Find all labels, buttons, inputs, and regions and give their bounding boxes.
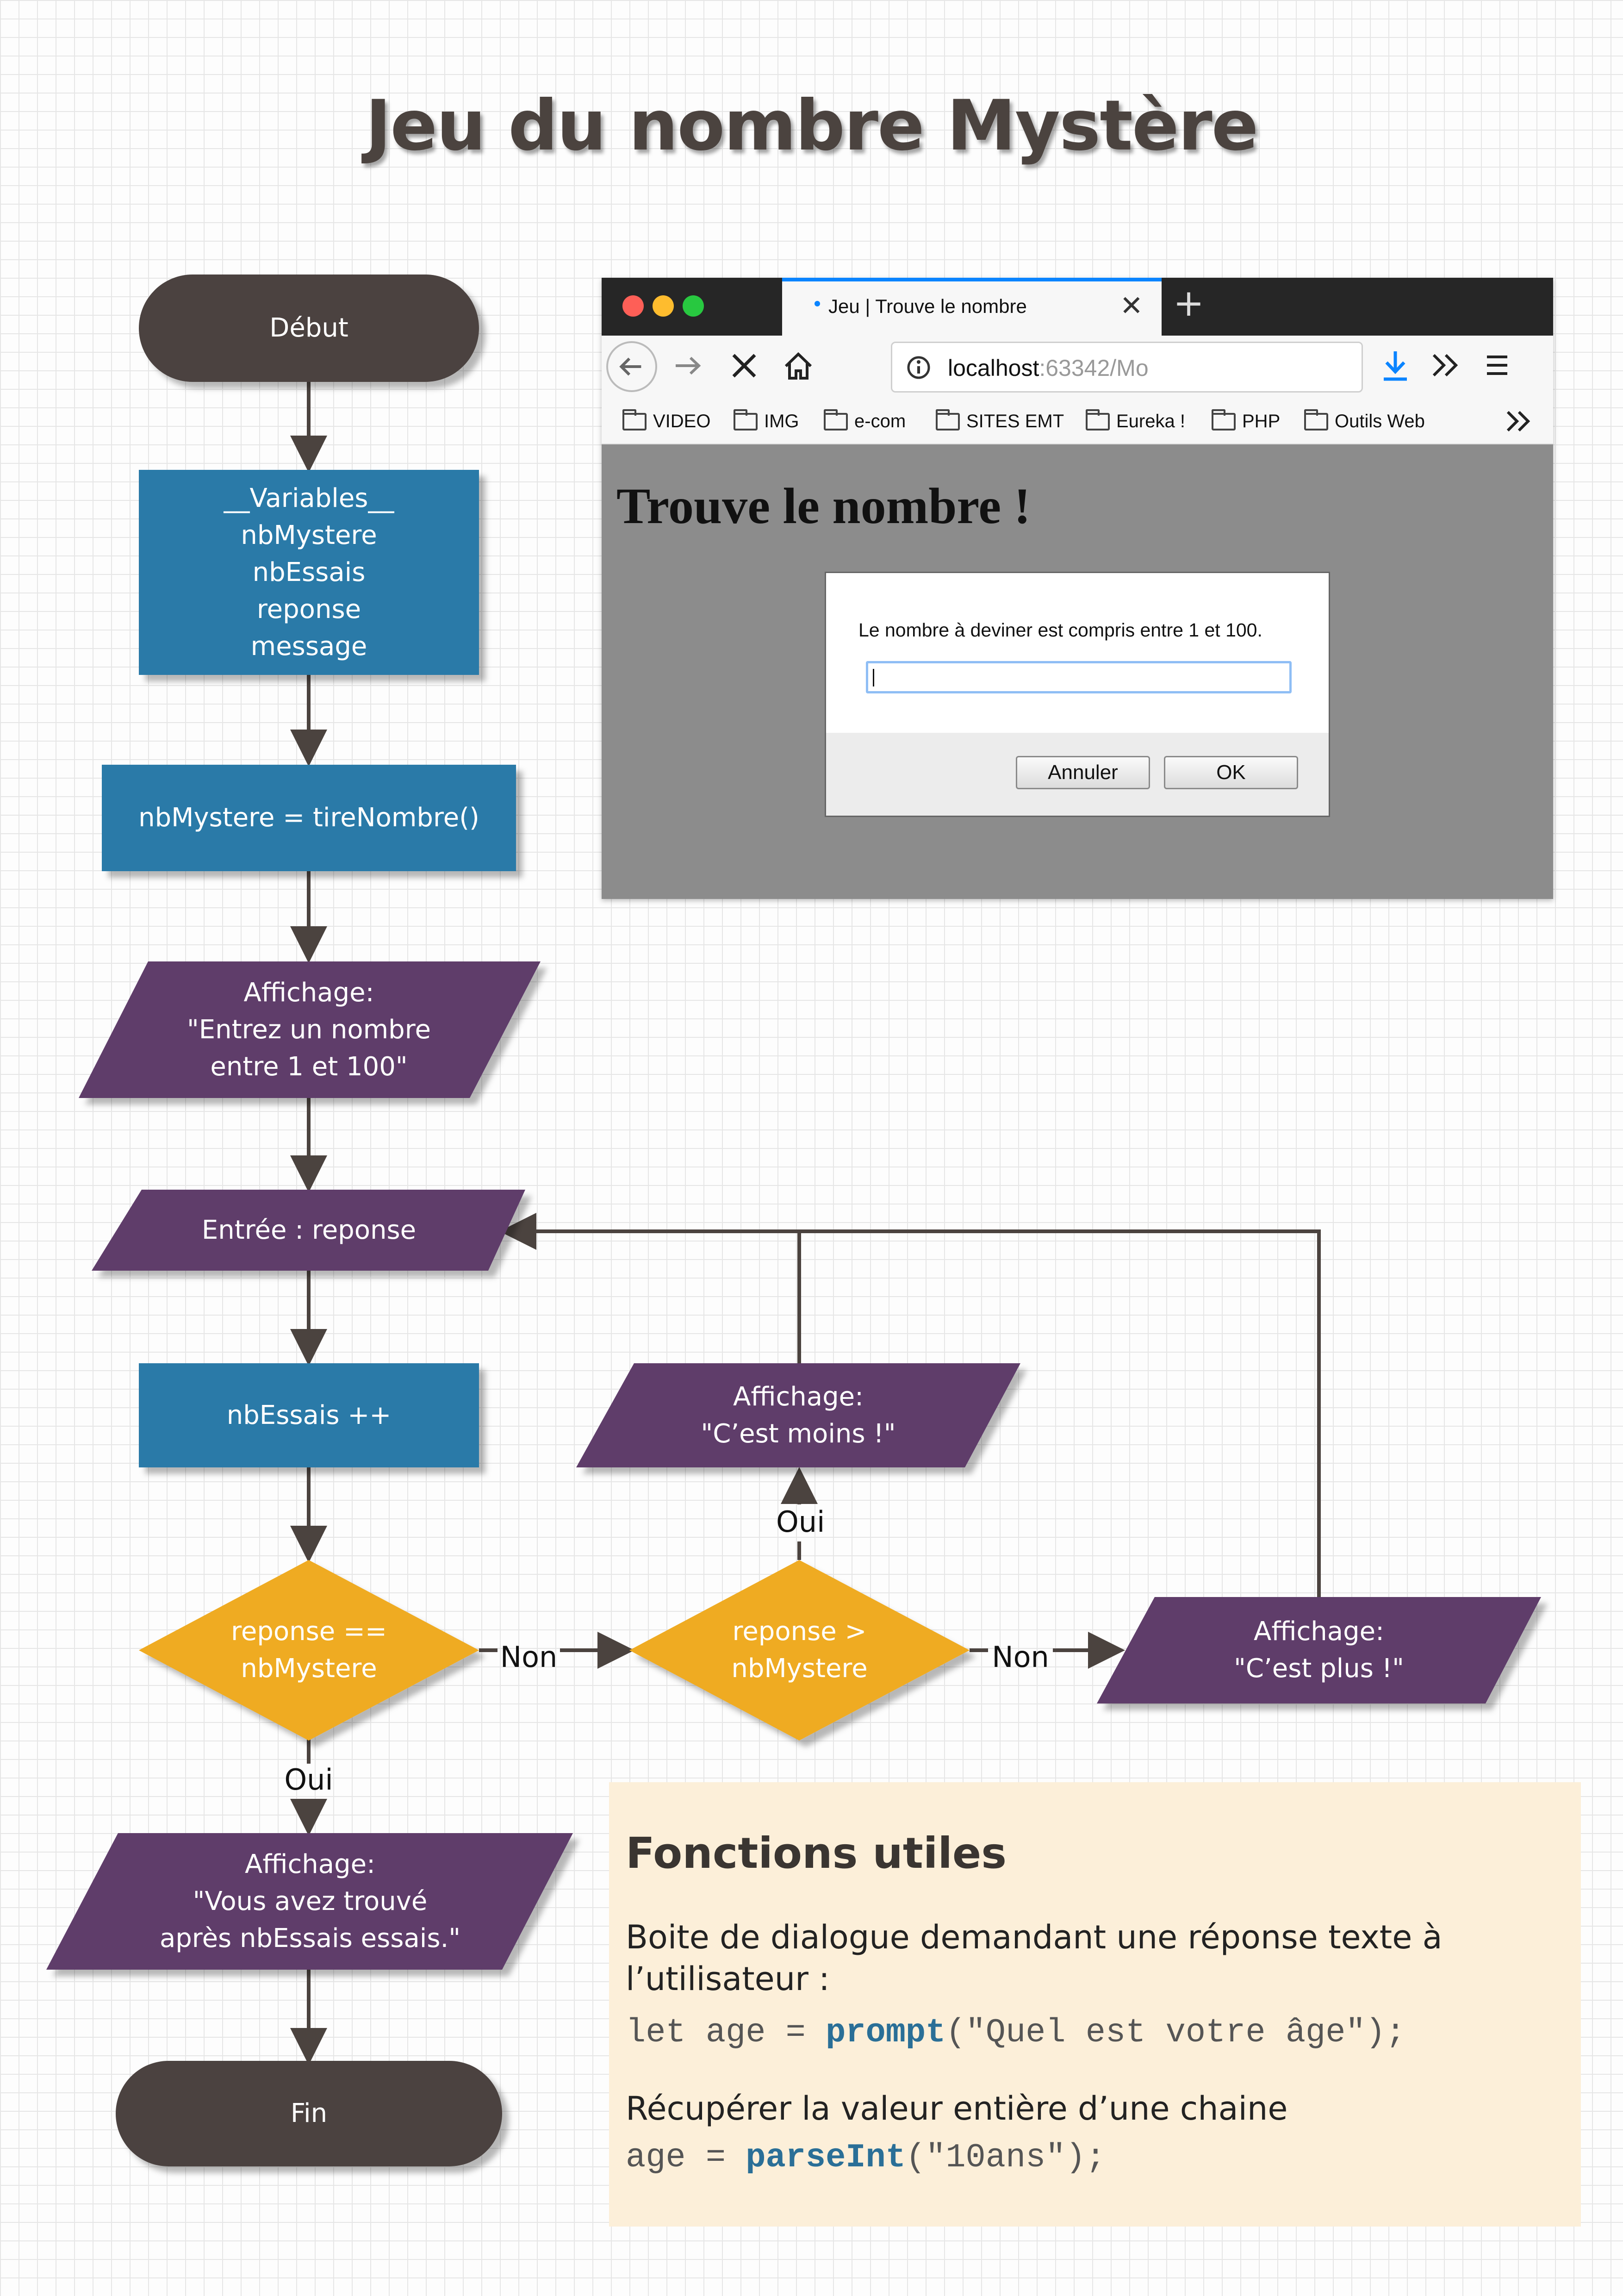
tab-title: Jeu | Trouve le nombre — [828, 295, 1027, 317]
dialog-body: Le nombre à deviner est compris entre 1 … — [826, 573, 1329, 733]
code-prompt-fn: prompt — [826, 2014, 946, 2052]
code-parseint-fn: parseInt — [746, 2139, 906, 2177]
input-node — [92, 1190, 525, 1271]
tab-bar: Jeu | Trouve le nombre ✕ + — [602, 278, 1553, 336]
prompt-dialog: Le nombre à deviner est compris entre 1 … — [825, 572, 1330, 817]
decision-greater-label: reponse > nbMystere — [731, 1616, 868, 1684]
code-prompt-post: ("Quel est votre âge"); — [945, 2014, 1406, 2052]
bookmark-label: SITES EMT — [966, 411, 1064, 431]
init-label: nbMystere = tireNombre() — [138, 803, 479, 833]
functions-text-2: Récupérer la valeur entière d’une chaine — [626, 2090, 1288, 2128]
bookmark-label: PHP — [1242, 411, 1281, 431]
decision-equal-label: reponse == nbMystere — [231, 1616, 387, 1684]
folder-icon — [936, 409, 960, 430]
close-window-icon[interactable] — [622, 295, 644, 317]
end-label: Fin — [290, 2098, 328, 2128]
url-host: localhost — [948, 355, 1039, 381]
increment-label: nbEssais ++ — [226, 1400, 392, 1430]
new-tab-icon[interactable]: + — [1173, 281, 1205, 324]
bookmark-label: IMG — [764, 411, 799, 431]
bookmark-label: e-com — [854, 411, 906, 431]
edges — [290, 382, 1321, 2065]
folder-icon — [622, 409, 647, 430]
bookmark-label: Eureka ! — [1116, 411, 1185, 431]
url-bar[interactable]: localhost:63342/Mo — [891, 342, 1363, 393]
display-less-node — [576, 1363, 1020, 1467]
folder-icon — [1086, 409, 1110, 430]
display-prompt-node — [79, 961, 541, 1098]
folder-icon — [1212, 409, 1236, 430]
variables-label: __Variables__ nbMystere nbEssais reponse… — [224, 483, 394, 661]
code-parseint: age = parseInt("10ans"); — [626, 2139, 1106, 2177]
stop-icon[interactable] — [729, 350, 759, 383]
maximize-window-icon[interactable] — [683, 295, 704, 317]
code-prompt-pre: let age = — [626, 2014, 826, 2052]
dialog-message: Le nombre à deviner est compris entre 1 … — [858, 619, 1262, 641]
bookmark-sites-emt[interactable]: SITES EMT — [936, 409, 1064, 432]
variables-node — [139, 470, 479, 675]
functions-title: Fonctions utiles — [626, 1828, 1007, 1878]
increment-node — [139, 1363, 479, 1467]
page-content: Trouve le nombre ! Le nombre à deviner e… — [602, 444, 1553, 899]
bookmarks-overflow-icon[interactable] — [1504, 408, 1532, 436]
bookmark-php[interactable]: PHP — [1212, 409, 1281, 432]
tab-close-icon[interactable]: ✕ — [1119, 290, 1143, 322]
edge-label-non-2: Non — [992, 1640, 1049, 1674]
folder-icon — [824, 409, 848, 430]
edge-label-non-1: Non — [500, 1640, 558, 1674]
bookmark-ecom[interactable]: e-com — [824, 409, 906, 432]
init-node — [102, 765, 516, 871]
folder-icon — [734, 409, 758, 430]
content-heading: Trouve le nombre ! — [616, 478, 1031, 534]
download-icon[interactable] — [1379, 349, 1412, 385]
edge-label-oui-bottom: Oui — [284, 1763, 333, 1797]
ok-button[interactable]: OK — [1164, 756, 1298, 789]
code-parseint-pre: age = — [626, 2139, 746, 2177]
bookmark-eureka[interactable]: Eureka ! — [1086, 409, 1185, 432]
tab-loading-icon — [815, 301, 820, 306]
code-parseint-post: ("10ans"); — [905, 2139, 1106, 2177]
bookmark-video[interactable]: VIDEO — [622, 409, 711, 432]
overflow-icon[interactable] — [1430, 351, 1461, 381]
decision-equal-node — [139, 1560, 479, 1741]
functions-text-1: Boite de dialogue demandant une réponse … — [626, 1918, 1443, 1998]
input-label: Entrée : reponse — [201, 1215, 417, 1245]
dialog-input[interactable] — [866, 661, 1292, 693]
code-prompt: let age = prompt("Quel est votre âge"); — [626, 2014, 1405, 2052]
display-found-label: Affichage: "Vous avez trouvé après nbEss… — [159, 1849, 461, 1953]
bookmark-label: Outils Web — [1335, 411, 1425, 431]
cancel-button[interactable]: Annuler — [1016, 756, 1150, 789]
page-title: Jeu du nombre Mystère — [365, 86, 1259, 166]
forward-icon[interactable] — [671, 349, 703, 384]
bookmarks-bar: VIDEO IMG e-com SITES EMT Eureka ! PHP O… — [602, 398, 1553, 444]
tab-active[interactable]: Jeu | Trouve le nombre ✕ — [782, 278, 1162, 336]
back-icon[interactable] — [606, 341, 657, 392]
display-less-label: Affichage: "C’est moins !" — [701, 1381, 896, 1449]
url-text: localhost:63342/Mo — [948, 355, 1149, 381]
functions-panel: Fonctions utiles Boite de dialogue deman… — [609, 1782, 1581, 2227]
display-found-node — [46, 1833, 573, 1970]
bookmark-outils-web[interactable]: Outils Web — [1304, 409, 1425, 432]
display-more-node — [1097, 1597, 1541, 1703]
home-icon[interactable] — [782, 349, 815, 384]
edge-label-oui-top: Oui — [776, 1505, 825, 1539]
start-label: Début — [269, 313, 348, 343]
folder-icon — [1304, 409, 1328, 430]
minimize-window-icon[interactable] — [653, 295, 674, 317]
bookmark-img[interactable]: IMG — [734, 409, 799, 432]
info-icon[interactable] — [906, 355, 931, 382]
menu-icon[interactable] — [1483, 352, 1511, 380]
display-more-label: Affichage: "C’est plus !" — [1234, 1616, 1404, 1684]
url-rest: :63342/Mo — [1039, 355, 1149, 381]
display-prompt-label: Affichage: "Entrez un nombre entre 1 et … — [187, 977, 431, 1082]
browser-screenshot: Jeu | Trouve le nombre ✕ + ••• — [602, 278, 1553, 899]
bookmark-label: VIDEO — [653, 411, 711, 431]
end-node — [116, 2061, 502, 2166]
decision-greater-node — [629, 1560, 970, 1741]
start-node — [139, 275, 479, 382]
edge-more-loop — [499, 1213, 1321, 1597]
